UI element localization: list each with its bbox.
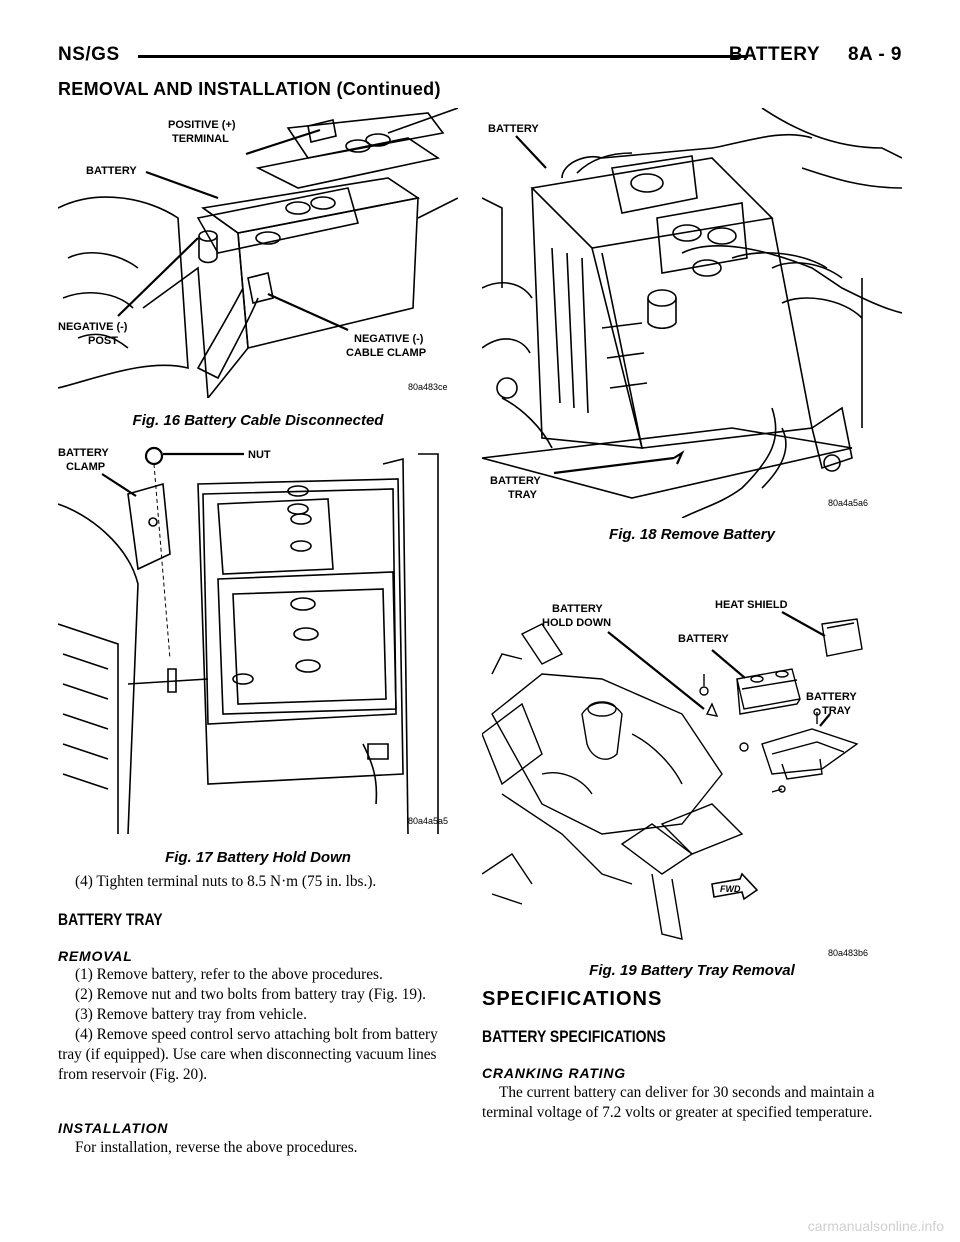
fig18-label-tray-2: TRAY [508, 489, 538, 501]
battery-tray-heading: BATTERY TRAY [58, 910, 163, 929]
fig19-code: 80a483b6 [828, 948, 868, 958]
header-model: NS/GS [58, 44, 120, 65]
removal-step-3: (3) Remove battery tray from vehicle. [75, 1006, 307, 1023]
continued-title: REMOVAL AND INSTALLATION (Continued) [58, 79, 441, 99]
step-4-tighten-text: (4) Tighten terminal nuts to 8.5 N·m (75… [75, 873, 377, 890]
header-page-number: 8A - 9 [847, 44, 902, 65]
installation-heading: INSTALLATION [58, 1120, 169, 1136]
removal-step-4: (4) Remove speed control servo attaching… [58, 1026, 438, 1083]
fig17-illustration: BATTERY CLAMP NUT 80a4a5a5 [58, 446, 448, 834]
removal-step-1: (1) Remove battery, refer to the above p… [75, 966, 383, 983]
fig16-label-positive-1: POSITIVE (+) [168, 119, 236, 131]
installation-text: For installation, reverse the above proc… [75, 1139, 358, 1156]
removal-step-2: (2) Remove nut and two bolts from batter… [75, 986, 426, 1003]
fig17-label-clamp-1: BATTERY [58, 447, 109, 459]
fig16-label-clamp-1: NEGATIVE (-) [354, 333, 424, 345]
battery-specifications-heading: BATTERY SPECIFICATIONS [482, 1027, 666, 1046]
fig17-label-nut: NUT [248, 449, 271, 461]
cranking-text-block: The current battery can deliver for 30 s… [482, 1083, 902, 1123]
cranking-rating-text: The current battery can deliver for 30 s… [482, 1084, 875, 1121]
fig18-illustration: BATTERY BATTERY TRAY 80a4a5a6 [482, 108, 902, 518]
fig19-label-tray-1: BATTERY [806, 691, 857, 703]
fig19-label-holddown-1: BATTERY [552, 603, 603, 615]
figure-18: BATTERY BATTERY TRAY 80a4a5a6 [482, 108, 902, 518]
fig17-label-clamp-2: CLAMP [66, 461, 105, 473]
fig16-label-negpost-2: POST [88, 335, 118, 347]
fig16-illustration: POSITIVE (+) TERMINAL BATTERY NEGATIVE (… [58, 108, 458, 398]
fig19-label-heat-shield: HEAT SHIELD [715, 599, 788, 611]
fig18-caption: Fig. 18 Remove Battery [609, 526, 775, 543]
fig18-label-tray-1: BATTERY [490, 475, 541, 487]
header-section: BATTERY [728, 44, 820, 65]
fig19-label-battery: BATTERY [678, 633, 729, 645]
fig16-caption: Fig. 16 Battery Cable Disconnected [132, 412, 384, 429]
header-rule [138, 55, 748, 58]
installation-text-block: For installation, reverse the above proc… [58, 1138, 458, 1158]
fig19-label-fwd: FWD [720, 884, 741, 894]
removal-steps: (1) Remove battery, refer to the above p… [58, 965, 458, 1085]
fig18-label-battery: BATTERY [488, 123, 539, 135]
watermark: carmanualsonline.info [807, 1218, 944, 1234]
specifications-heading: SPECIFICATIONS [482, 988, 663, 1010]
fig16-label-battery: BATTERY [86, 165, 137, 177]
fig17-caption: Fig. 17 Battery Hold Down [165, 849, 351, 866]
removal-heading: REMOVAL [58, 948, 133, 964]
figure-19: FWD BATTERY HOLD DOWN HEAT SHIELD BATTER… [482, 594, 902, 962]
figure-17: BATTERY CLAMP NUT 80a4a5a5 [58, 444, 458, 834]
fig16-label-negpost-1: NEGATIVE (-) [58, 321, 128, 333]
fig19-caption: Fig. 19 Battery Tray Removal [589, 962, 795, 979]
fig16-label-clamp-2: CABLE CLAMP [346, 347, 426, 359]
fig19-label-tray-2: TRAY [822, 705, 852, 717]
fig19-illustration: FWD BATTERY HOLD DOWN HEAT SHIELD BATTER… [482, 599, 868, 958]
left-step-tighten: (4) Tighten terminal nuts to 8.5 N·m (75… [58, 872, 458, 892]
cranking-rating-heading: CRANKING RATING [482, 1065, 626, 1081]
fig18-code: 80a4a5a6 [828, 498, 868, 508]
fig17-code: 80a4a5a5 [408, 816, 448, 826]
fig16-label-positive-2: TERMINAL [172, 133, 229, 145]
fig16-code: 80a483ce [408, 382, 448, 392]
figure-16: POSITIVE (+) TERMINAL BATTERY NEGATIVE (… [58, 108, 458, 398]
fig19-label-holddown-2: HOLD DOWN [542, 617, 611, 629]
